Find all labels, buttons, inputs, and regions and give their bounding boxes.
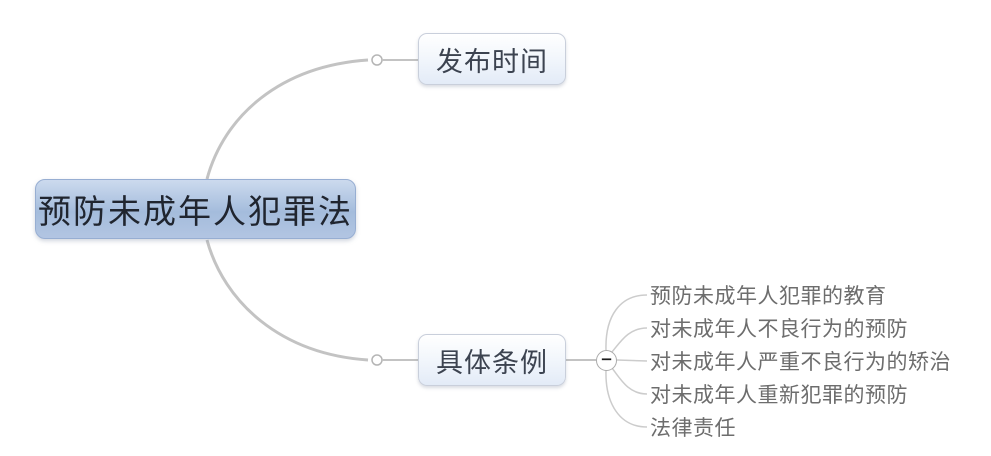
edge-to-child-2 [611,327,648,353]
edge-root-to-publish-time [205,58,369,180]
edge-to-child-1 [605,294,648,351]
connector-handle-dot-bottom [371,354,383,366]
root-topic[interactable]: 预防未成年人犯罪法 [35,179,356,239]
child-topic-serious-bad-behavior-correction[interactable]: 对未成年人严重不良行为的矫治 [650,350,951,374]
collapse-button[interactable]: − [596,350,617,371]
connector-handle-dot-top [371,54,383,66]
branch-topic-publish-time[interactable]: 发布时间 [418,33,566,85]
child-topic-legal-liability[interactable]: 法律责任 [650,416,736,440]
branch-topic-provisions[interactable]: 具体条例 [418,334,566,386]
edge-to-child-5 [605,369,648,428]
child-topic-bad-behavior-prevention[interactable]: 对未成年人不良行为的预防 [650,317,908,341]
child-topic-reoffending-prevention[interactable]: 对未成年人重新犯罪的预防 [650,383,908,407]
minus-icon: − [600,350,613,368]
edge-to-child-4 [611,367,648,395]
edge-root-to-provisions [205,239,369,362]
child-topic-education[interactable]: 预防未成年人犯罪的教育 [650,284,887,308]
edge-to-child-3 [616,359,648,362]
